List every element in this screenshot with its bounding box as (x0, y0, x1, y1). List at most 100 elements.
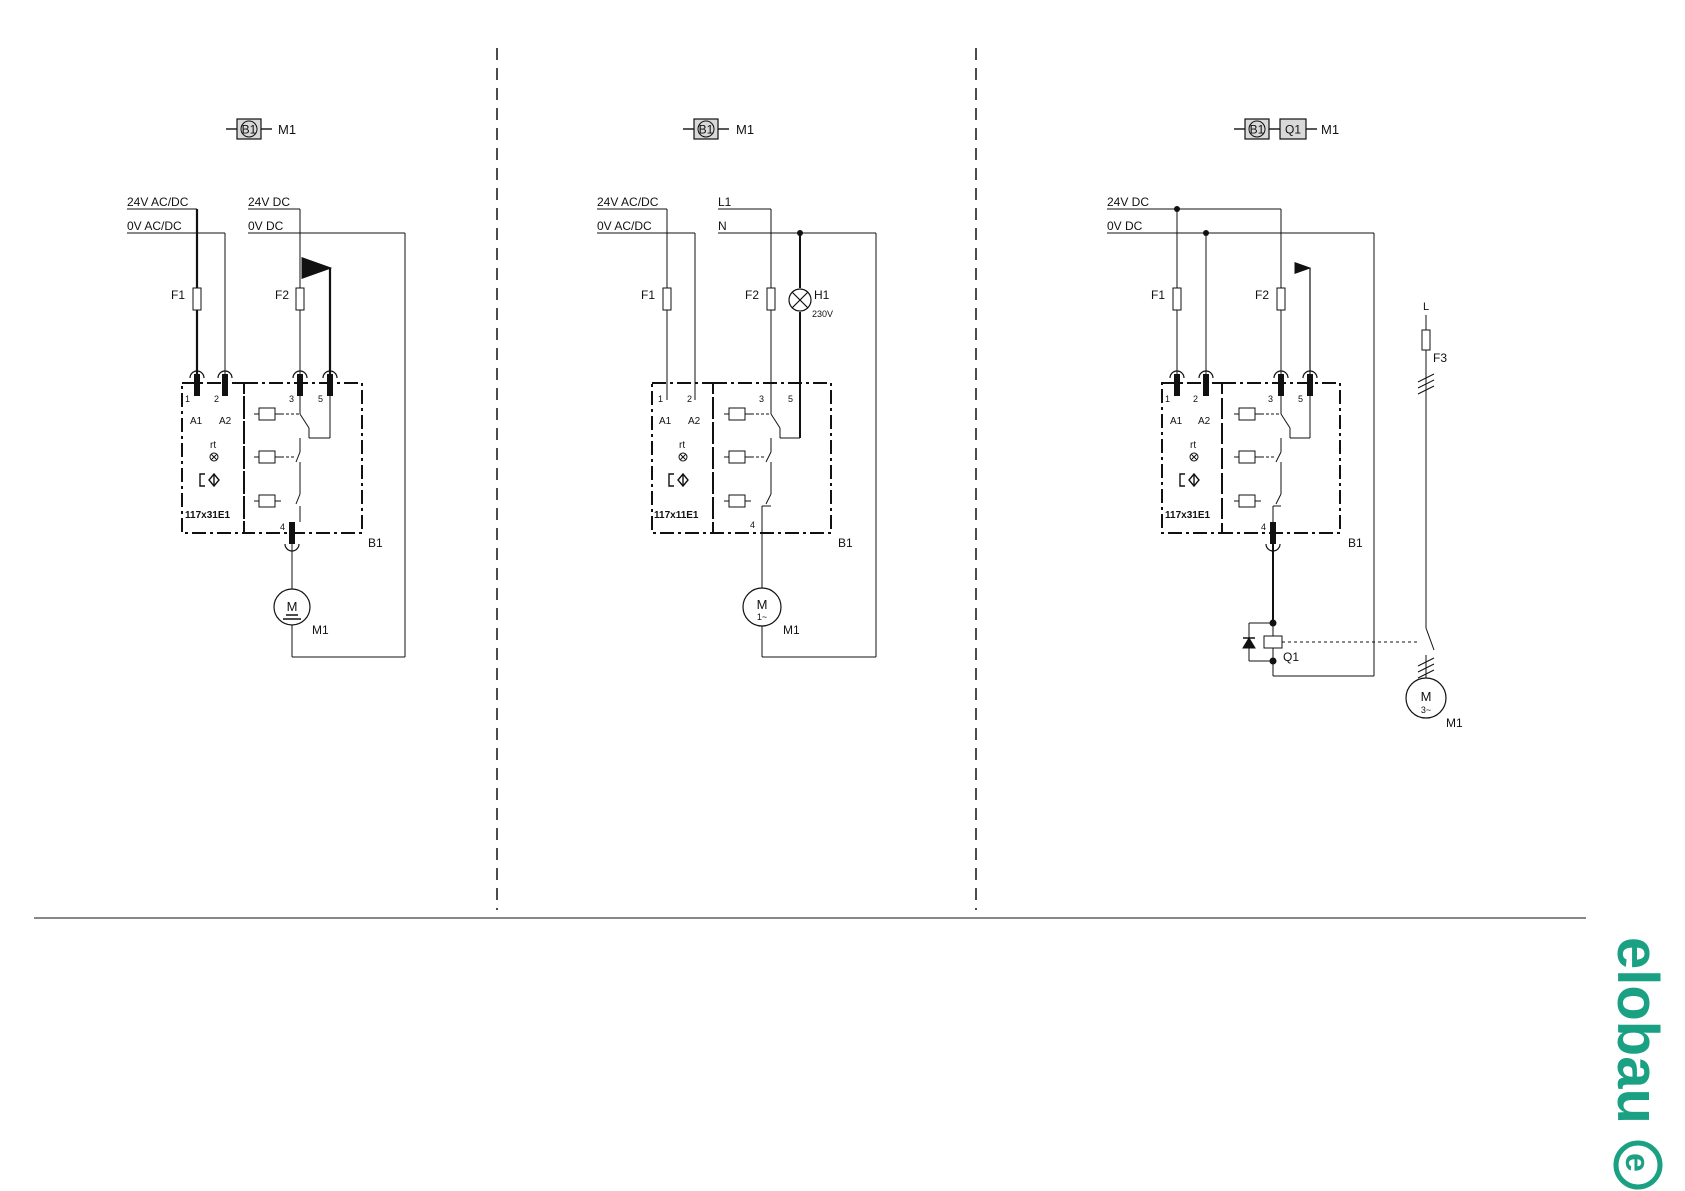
panel-3-rails (1107, 209, 1374, 233)
panel-1-fuse-f1 (193, 288, 201, 310)
panel-2-fuse-f2 (767, 288, 775, 310)
panel-2-terminal-2: 2 (687, 394, 692, 404)
panel-3-header: B1 Q1 M1 (1234, 119, 1339, 139)
panel-2-motor-label: M1 (783, 623, 800, 637)
panel-1-header-block-label: B1 (242, 123, 257, 137)
panel-1-wires (197, 209, 405, 657)
panel-2-fuse-f1-label: F1 (641, 288, 655, 302)
panel-2-header: B1 M1 (683, 119, 754, 139)
panel-3-header-block-b1-label: B1 (1250, 123, 1265, 137)
panel-3-wires (1177, 209, 1374, 676)
panel-3-motor: M 3~ (1406, 678, 1446, 718)
panel-3-device-label: B1 (1348, 536, 1363, 550)
panel-3-sensor-icon (1180, 474, 1199, 486)
panel-3: B1 Q1 M1 24V DC 0V DC F1 F2 (1107, 119, 1463, 730)
panel-1-pin-a1: A1 (190, 416, 203, 427)
panel-2-motor-symbol: M (757, 597, 768, 612)
panel-2-part-number: 117x11E1 (654, 510, 699, 521)
panel-3-fuse-f1 (1173, 288, 1181, 310)
panel-2-motor: M 1~ (743, 588, 781, 626)
panel-1-rail-0v-ac: 0V AC/DC (127, 219, 182, 233)
panel-3-relays (1234, 396, 1310, 522)
elobau-logo-text: elobau (1605, 937, 1670, 1124)
panel-1-part-number: 117x31E1 (185, 510, 230, 521)
panel-2-rail-24v-ac: 24V AC/DC (597, 195, 659, 209)
panel-2-header-block-label: B1 (699, 123, 714, 137)
panel-3-terminal-5: 5 (1298, 394, 1303, 404)
panel-1-terminal-2: 2 (214, 394, 219, 404)
panel-1-fuse-f2-label: F2 (275, 288, 289, 302)
panel-3-phase-label: L (1423, 301, 1429, 313)
panel-3-part-number: 117x31E1 (1165, 510, 1210, 521)
panel-3-pin-a1: A1 (1170, 416, 1183, 427)
panel-2-fuse-f1 (663, 288, 671, 310)
panel-3-rt-label: rt (1190, 440, 1196, 451)
panel-2-terminal-4: 4 (750, 520, 755, 530)
panel-1-led-icon (210, 453, 218, 461)
panel-1-rt-label: rt (210, 440, 216, 451)
panel-3-rail-24v-dc: 24V DC (1107, 195, 1149, 209)
panel-1-sensor-icon (200, 474, 219, 486)
panel-1-header-label: M1 (278, 122, 296, 137)
panel-1-motor-symbol: M (287, 599, 298, 614)
panel-2-pin-a1: A1 (659, 416, 672, 427)
panel-2-sensor-icon (669, 474, 688, 486)
panel-3-rail-0v-dc: 0V DC (1107, 219, 1143, 233)
panel-2-lamp-label: H1 (814, 288, 830, 302)
panel-2-lamp-voltage: 230V (812, 309, 833, 319)
panel-3-contactor (1243, 620, 1420, 664)
panel-3-contactor-label: Q1 (1283, 650, 1299, 664)
panel-1-terminal-1: 1 (185, 394, 190, 404)
panel-2-lamp-icon (789, 289, 811, 311)
panel-2-rt-label: rt (679, 440, 685, 451)
elobau-logo: elobau e (1605, 937, 1670, 1187)
panel-1-terminal-5: 5 (318, 394, 323, 404)
panel-1-fuse-f1-label: F1 (171, 288, 185, 302)
panel-1: B1 M1 24V AC/DC 0V AC/DC 24V DC 0V DC (127, 119, 405, 657)
panel-2-terminal-5: 5 (788, 394, 793, 404)
panel-3-terminal-1: 1 (1165, 394, 1170, 404)
panel-1-relays (254, 396, 330, 522)
panel-1-device-label: B1 (368, 536, 383, 550)
panel-2-junction (797, 230, 803, 236)
panel-2-terminal-3: 3 (759, 394, 764, 404)
panel-3-motor-symbol: M (1421, 689, 1432, 704)
panel-1-fuse-f2 (296, 288, 304, 310)
panel-3-terminal-2: 2 (1193, 394, 1198, 404)
panel-1-pin-a2: A2 (219, 416, 232, 427)
panel-2-fuse-f2-label: F2 (745, 288, 759, 302)
panel-3-three-phase-line (1418, 315, 1434, 678)
panel-1-rail-24v-ac: 24V AC/DC (127, 195, 189, 209)
panel-3-terminal-3: 3 (1268, 394, 1273, 404)
panel-3-fuse-f3-label: F3 (1433, 351, 1447, 365)
panel-2-pin-a2: A2 (688, 416, 701, 427)
panel-3-pin-a2: A2 (1198, 416, 1211, 427)
panel-1-terminal-4: 4 (280, 522, 285, 532)
panel-3-header-label: M1 (1321, 122, 1339, 137)
panel-3-led-icon (1190, 453, 1198, 461)
panel-3-terminal-4: 4 (1261, 522, 1266, 532)
panel-1-header: B1 M1 (226, 119, 296, 139)
panel-3-fuse-f2-label: F2 (1255, 288, 1269, 302)
panel-3-motor-sub: 3~ (1421, 705, 1431, 715)
panel-1-rail-0v-dc: 0V DC (248, 219, 284, 233)
panel-2-wires (667, 209, 876, 657)
panel-2-header-label: M1 (736, 122, 754, 137)
panel-3-fuse-f1-label: F1 (1151, 288, 1165, 302)
panel-1-rail-24v-dc: 24V DC (248, 195, 290, 209)
panel-2-rail-l1: L1 (718, 195, 732, 209)
panel-3-fuse-f2 (1277, 288, 1285, 310)
panel-2-rail-0v-ac: 0V AC/DC (597, 219, 652, 233)
panel-2-relays (724, 400, 800, 533)
panel-2-device-label: B1 (838, 536, 853, 550)
panel-2-motor-sub: 1~ (757, 612, 767, 622)
panel-1-motor: M (274, 589, 310, 625)
panel-3-motor-label: M1 (1446, 716, 1463, 730)
svg-text:e: e (1618, 1153, 1656, 1172)
panel-2-led-icon (679, 453, 687, 461)
panel-3-header-block-q1-label: Q1 (1285, 123, 1301, 137)
panel-2: B1 M1 24V AC/DC 0V AC/DC L1 N F1 (597, 119, 876, 657)
panel-1-motor-label: M1 (312, 623, 329, 637)
panel-1-terminal-3: 3 (289, 394, 294, 404)
